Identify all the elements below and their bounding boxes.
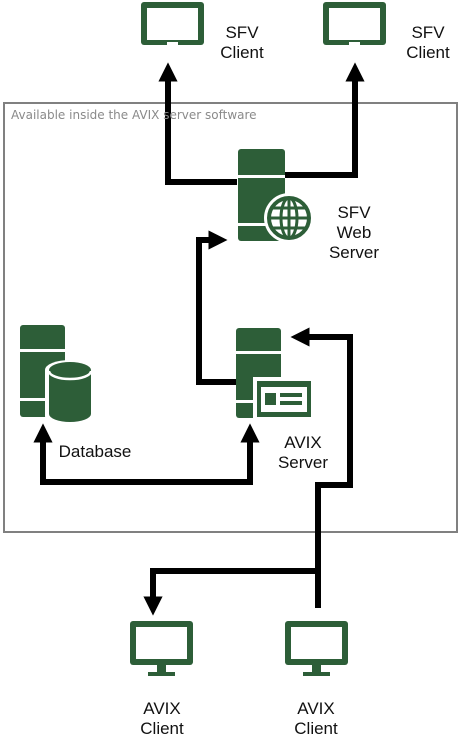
label-line: SFV [225, 23, 259, 42]
sfv-web-server-label: SFV Web Server [324, 203, 384, 263]
label-line: SFV [337, 203, 371, 222]
monitor-icon [323, 2, 386, 45]
avix-server-label: AVIX Server [271, 433, 335, 473]
label-line: Database [58, 442, 132, 461]
connector-lines [33, 62, 365, 616]
server-software-boundary [3, 102, 458, 533]
label-line: Client [294, 719, 338, 738]
label-line: Client [220, 43, 264, 62]
avix-client-right-label: AVIX Client [284, 699, 348, 739]
label-line: Server [277, 453, 329, 472]
label-line: AVIX [143, 699, 181, 718]
label-line: Client [140, 719, 184, 738]
arrow-database-avix-server [33, 423, 260, 485]
database-label: Database [50, 442, 140, 462]
label-line: Web [336, 223, 372, 242]
label-line: Client [406, 43, 450, 62]
sfv-client-left-label: SFV Client [212, 23, 272, 63]
monitor-icon [285, 621, 348, 676]
monitor-icon [130, 621, 193, 676]
label-line: SFV [411, 23, 445, 42]
arrow-web-to-sfv-client-right [285, 62, 365, 178]
label-line: AVIX [297, 699, 335, 718]
globe-icon [264, 193, 314, 243]
id-card-icon [253, 377, 315, 421]
arrow-avix-client-to-avix-server [290, 327, 353, 608]
monitor-icon [141, 2, 204, 45]
label-line: Server [328, 243, 380, 262]
avix-client-left-label: AVIX Client [130, 699, 194, 739]
label-line: AVIX [284, 433, 322, 452]
arrow-avix-to-web-server [196, 230, 236, 385]
arrow-web-to-sfv-client-left [158, 62, 237, 185]
sfv-client-right-label: SFV Client [398, 23, 458, 63]
database-cylinder-icon [45, 360, 95, 427]
arrow-to-avix-client-left [143, 568, 318, 616]
boundary-label: Available inside the AVIX server softwar… [11, 108, 257, 122]
